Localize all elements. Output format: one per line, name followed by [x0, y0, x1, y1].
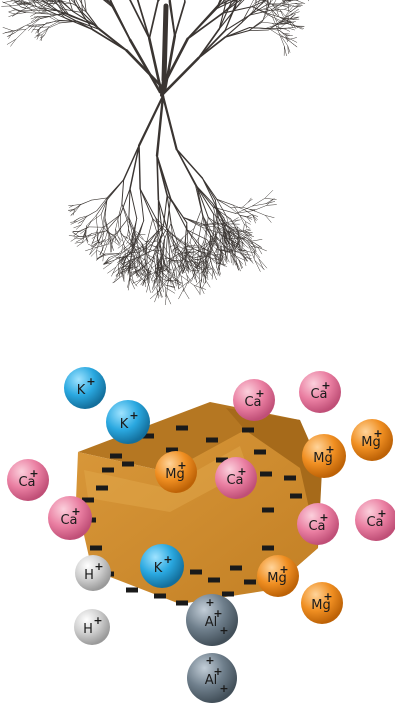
ion-charge: +: [94, 560, 103, 573]
negative-charge: [206, 438, 218, 443]
ion-charge: +: [163, 553, 172, 566]
negative-charge: [230, 566, 242, 571]
ion-charge: +: [321, 379, 330, 392]
negative-charge: [122, 462, 134, 467]
negative-charge: [110, 454, 122, 459]
ca-ion: Ca+: [299, 371, 341, 413]
negative-charge: [242, 428, 254, 433]
negative-charge: [254, 450, 266, 455]
negative-charge: [260, 472, 272, 477]
mg-ion: Mg+: [257, 555, 299, 597]
negative-charge: [126, 588, 138, 593]
ion-charge: +: [177, 459, 186, 472]
ion-charge: +: [237, 465, 246, 478]
ca-ion: Ca+: [355, 499, 395, 541]
negative-charge: [262, 508, 274, 513]
negative-charge: [208, 578, 220, 583]
ion-extra-charge: +: [219, 624, 228, 637]
ion-charge: +: [323, 590, 332, 603]
ion-charge: +: [373, 427, 382, 440]
ion-extra-charge: +: [219, 682, 228, 695]
ion-charge: +: [213, 607, 222, 620]
negative-charge: [176, 426, 188, 431]
ion-charge: +: [29, 467, 38, 480]
al-ion: Al+++: [186, 594, 238, 646]
ion-symbol: K: [77, 383, 86, 398]
ion-symbol: K: [154, 561, 163, 576]
ion-charge: +: [71, 505, 80, 518]
ion-charge: +: [86, 375, 95, 388]
ion-charge: +: [255, 387, 264, 400]
ca-ion: Ca+: [48, 496, 92, 540]
ion-charge: +: [129, 409, 138, 422]
h-ion: H+: [75, 555, 111, 591]
ion-extra-charge: +: [205, 654, 214, 667]
mg-ion: Mg+: [155, 451, 197, 493]
negative-charge: [176, 601, 188, 606]
mg-ion: Mg+: [301, 582, 343, 624]
ion-charge: +: [279, 563, 288, 576]
k-ion: K+: [64, 367, 106, 409]
ion-charge: +: [377, 507, 386, 520]
negative-charge: [262, 546, 274, 551]
negative-charge: [90, 546, 102, 551]
ca-ion: Ca+: [233, 379, 275, 421]
negative-charge: [96, 486, 108, 491]
ion-charge: +: [213, 665, 222, 678]
negative-charge: [290, 494, 302, 499]
ion-charge: +: [93, 614, 102, 627]
k-ion: K+: [140, 544, 184, 588]
ca-ion: Ca+: [7, 459, 49, 501]
k-ion: K+: [106, 400, 150, 444]
ion-charge: +: [325, 443, 334, 456]
mg-ion: Mg+: [302, 434, 346, 478]
h-ion: H+: [74, 609, 110, 645]
negative-charge: [284, 476, 296, 481]
ca-ion: Ca+: [297, 503, 339, 545]
ion-extra-charge: +: [205, 596, 214, 609]
ion-symbol: H: [84, 568, 94, 583]
ion-symbol: H: [83, 622, 93, 637]
ion-charge: +: [319, 511, 328, 524]
negative-charge: [154, 594, 166, 599]
mg-ion: Mg+: [351, 419, 393, 461]
negative-charge: [190, 570, 202, 575]
negative-charge: [102, 468, 114, 473]
ca-ion: Ca+: [215, 457, 257, 499]
negative-charge: [222, 592, 234, 597]
ion-symbol: K: [120, 417, 129, 432]
al-ion: Al+++: [187, 653, 237, 703]
negative-charge: [244, 580, 256, 585]
